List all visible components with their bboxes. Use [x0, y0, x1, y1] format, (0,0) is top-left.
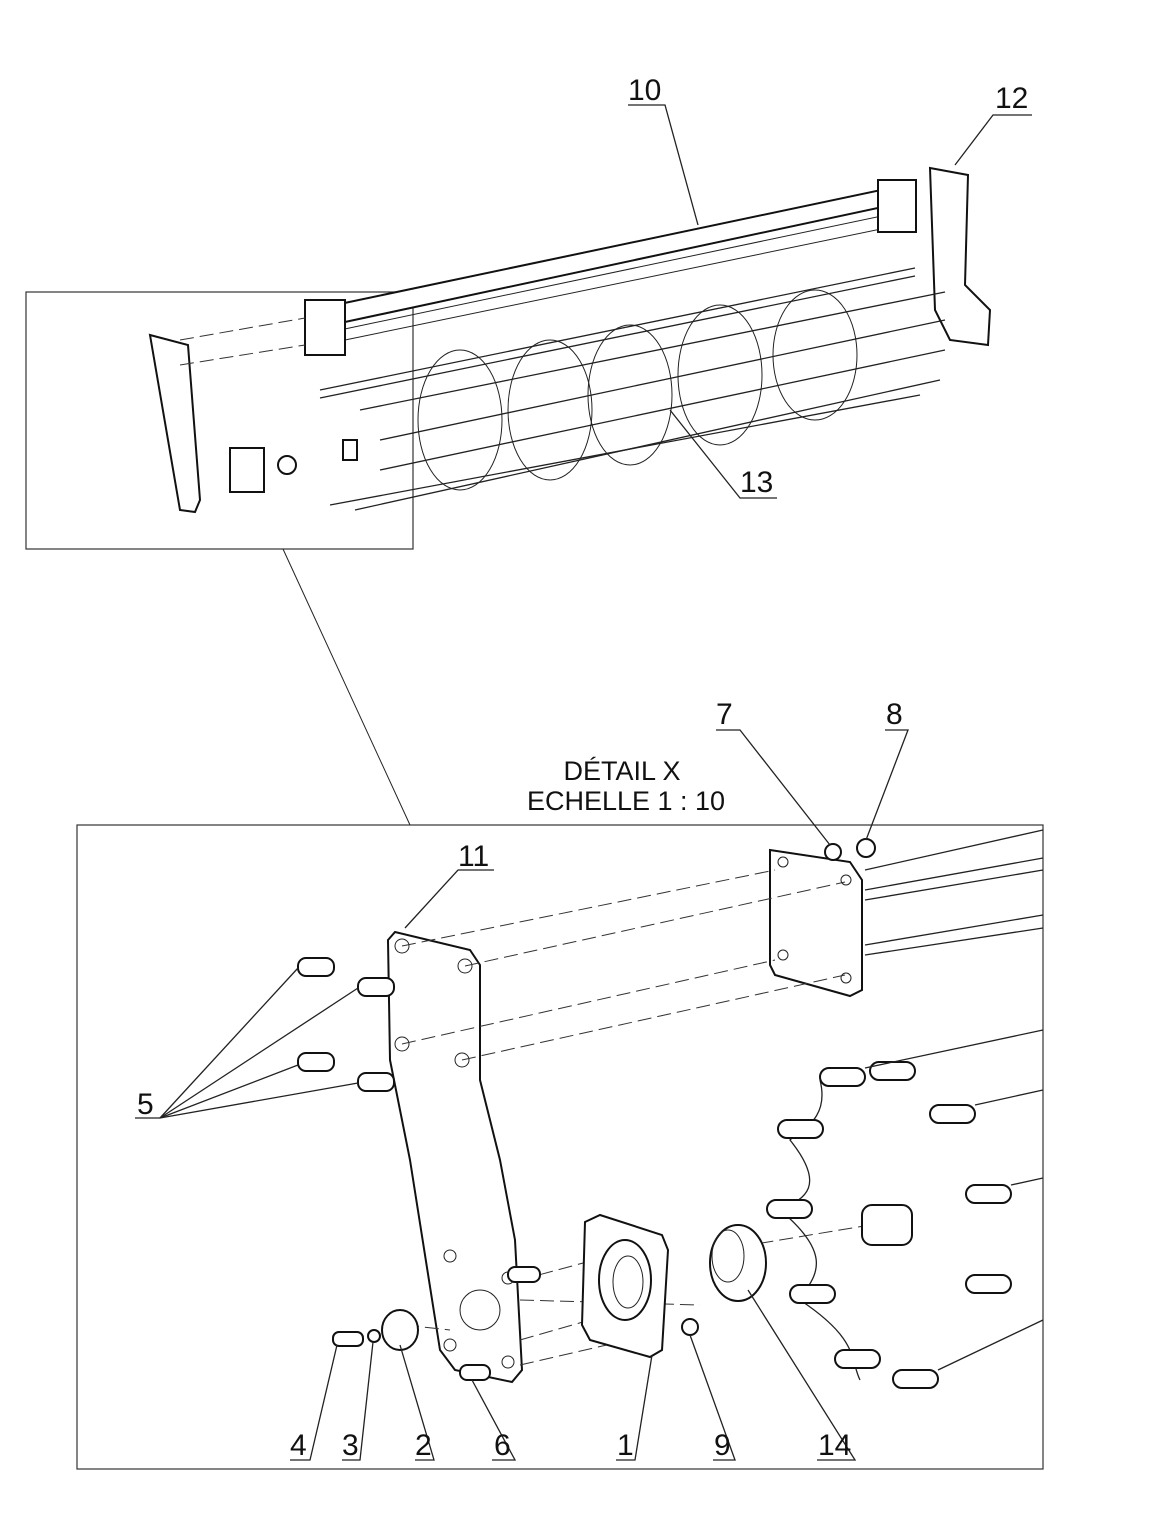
part-10-beam	[304, 179, 917, 356]
part-11-side-plate	[386, 930, 524, 1384]
detail-x-callout-box	[25, 291, 414, 550]
part-5-bolts	[297, 957, 395, 1092]
overview-assembly	[25, 104, 1032, 826]
leader-1	[616, 1354, 653, 1461]
leader-9	[689, 1334, 736, 1461]
balloon-5: 5	[137, 1088, 154, 1121]
part-14-ring-small	[277, 455, 297, 475]
leader-7	[716, 729, 831, 846]
detail-x-link-line	[282, 548, 411, 826]
leader-10	[628, 104, 699, 226]
part-14-ring	[709, 1224, 767, 1302]
leader-11	[404, 869, 494, 929]
leader-12	[954, 114, 1032, 166]
balloon-8: 8	[886, 698, 903, 731]
part-11-plate-small	[148, 333, 202, 514]
balloon-4: 4	[290, 1429, 307, 1462]
leader-14	[747, 1289, 857, 1461]
balloon-10: 10	[628, 74, 661, 107]
part-12-end-plate	[928, 166, 992, 347]
part-2-disc	[381, 1309, 419, 1351]
balloon-9: 9	[714, 1429, 731, 1462]
leader-2	[399, 1344, 435, 1461]
leader-8	[865, 729, 909, 841]
balloon-13: 13	[740, 466, 773, 499]
part-10-beam-detail	[769, 829, 1044, 998]
part-1-bearing-small	[229, 447, 265, 493]
part-1-bearing	[580, 1213, 670, 1359]
balloon-1: 1	[617, 1429, 634, 1462]
leader-4	[290, 1344, 338, 1461]
part-7-washer	[824, 843, 842, 861]
balloon-2: 2	[415, 1429, 432, 1462]
part-13-cage-detail	[766, 1029, 1044, 1389]
part-4-screw	[332, 1331, 364, 1347]
balloon-7: 7	[716, 698, 733, 731]
detail-scale: ECHELLE 1 : 10	[527, 786, 725, 816]
leader-3	[342, 1341, 374, 1461]
leader-13	[669, 409, 777, 499]
balloon-11: 11	[458, 840, 489, 873]
detail-assembly	[135, 729, 1044, 1461]
part-8-nut	[856, 838, 876, 858]
detail-x-frame	[76, 824, 1044, 1470]
balloon-6: 6	[494, 1429, 511, 1462]
leader-6	[471, 1379, 517, 1461]
part-6-stud-upper	[507, 1266, 541, 1283]
balloon-14: 14	[818, 1429, 851, 1462]
beam-end-plate	[769, 848, 863, 998]
part-6-stud	[459, 1364, 491, 1381]
part-3-washer	[367, 1329, 381, 1343]
part-9-nut	[681, 1318, 699, 1336]
leader-5	[135, 967, 359, 1119]
part-13-cage	[319, 267, 946, 511]
detail-title: DÉTAIL X	[563, 756, 680, 786]
balloon-12: 12	[995, 82, 1028, 115]
balloon-3: 3	[342, 1429, 359, 1462]
